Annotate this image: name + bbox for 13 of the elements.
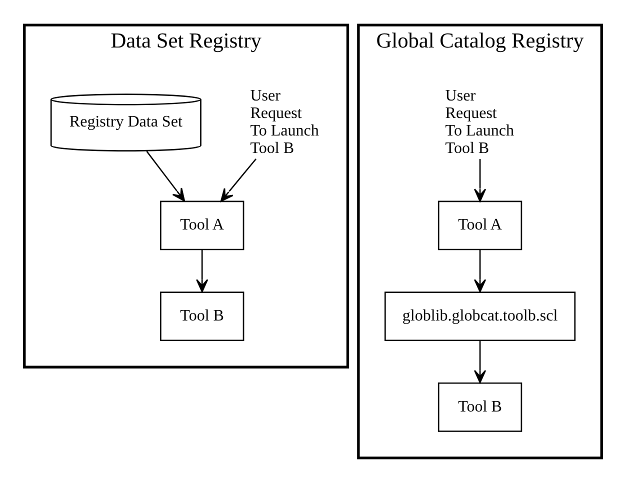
arrow xyxy=(474,158,486,202)
node-box: Tool B xyxy=(160,291,244,341)
node-box: globlib.globcat.toolb.scl xyxy=(384,291,576,341)
node-text: User Request To Launch Tool B xyxy=(445,87,514,156)
node-box: Tool B xyxy=(438,382,522,432)
node-text: User Request To Launch Tool B xyxy=(250,87,319,156)
arrow xyxy=(146,150,186,202)
arrow xyxy=(220,158,256,202)
arrow xyxy=(474,340,486,383)
arrow xyxy=(196,249,208,292)
arrow xyxy=(474,249,486,292)
node-box: Tool A xyxy=(438,200,522,250)
node-box: Tool A xyxy=(160,200,244,250)
